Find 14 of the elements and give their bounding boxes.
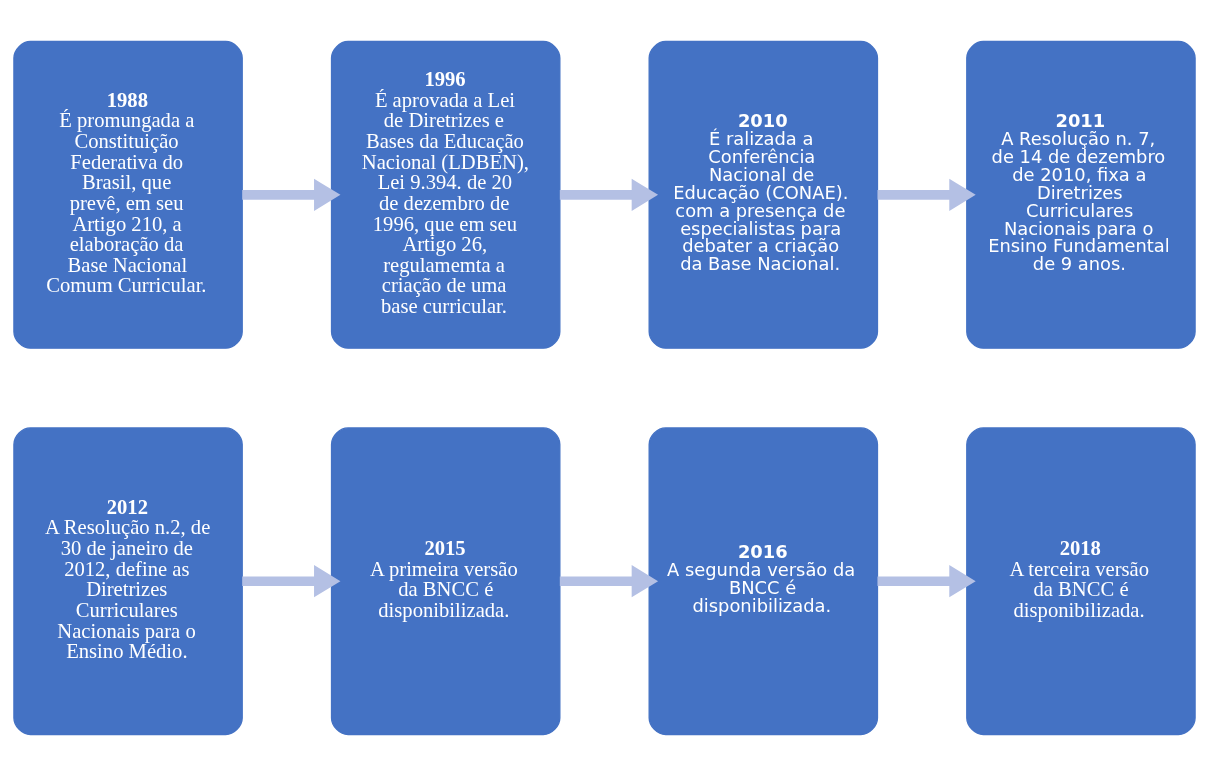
node-box: 2018 A terceira versão da BNCC é disponibilizada. — [966, 427, 1196, 736]
arrow — [877, 178, 976, 211]
node-box: 2015 A primeira versão da BNCC é disponibilizada. — [330, 427, 561, 736]
node-box: 2011 A Resolução n. 7, de 14 de dezembro de 2010, fixa a Diretrizes Curriculares Nacionais para o Ensino Fundamental de 9 anos. — [966, 40, 1196, 349]
arrow — [877, 565, 976, 598]
node-box: 1988 É promungada a Constituição Federativa do Brasil, que prevê, em seu Artigo 210, a elaboração da Base Nacional Comum Curricular. — [13, 40, 243, 349]
node-box: 2016 A segunda versão da BNCC é disponibilizada. — [648, 427, 879, 736]
arrow — [559, 565, 659, 598]
node-box: 1996 É aprovada a Lei de Diretrizes e Bases da Educação Nacional (LDBEN), Lei 9.394. de 20 de dezembro de 1996, que em seu Artigo 26, regulamemta a criação de uma base curricular. — [330, 40, 561, 349]
node-box: 2012 A Resolução n.2, de 30 de janeiro de 2012, define as Diretrizes Curriculares Nacionais para o Ensino Médio. — [13, 427, 243, 736]
arrow — [559, 178, 659, 211]
node-box: 2010 É ralizada a Conferência Nacional de Educação (CONAE). com a presença de especialistas para debater a criação da Base Nacional. — [648, 40, 879, 349]
arrow — [242, 178, 341, 211]
arrow — [242, 565, 341, 598]
